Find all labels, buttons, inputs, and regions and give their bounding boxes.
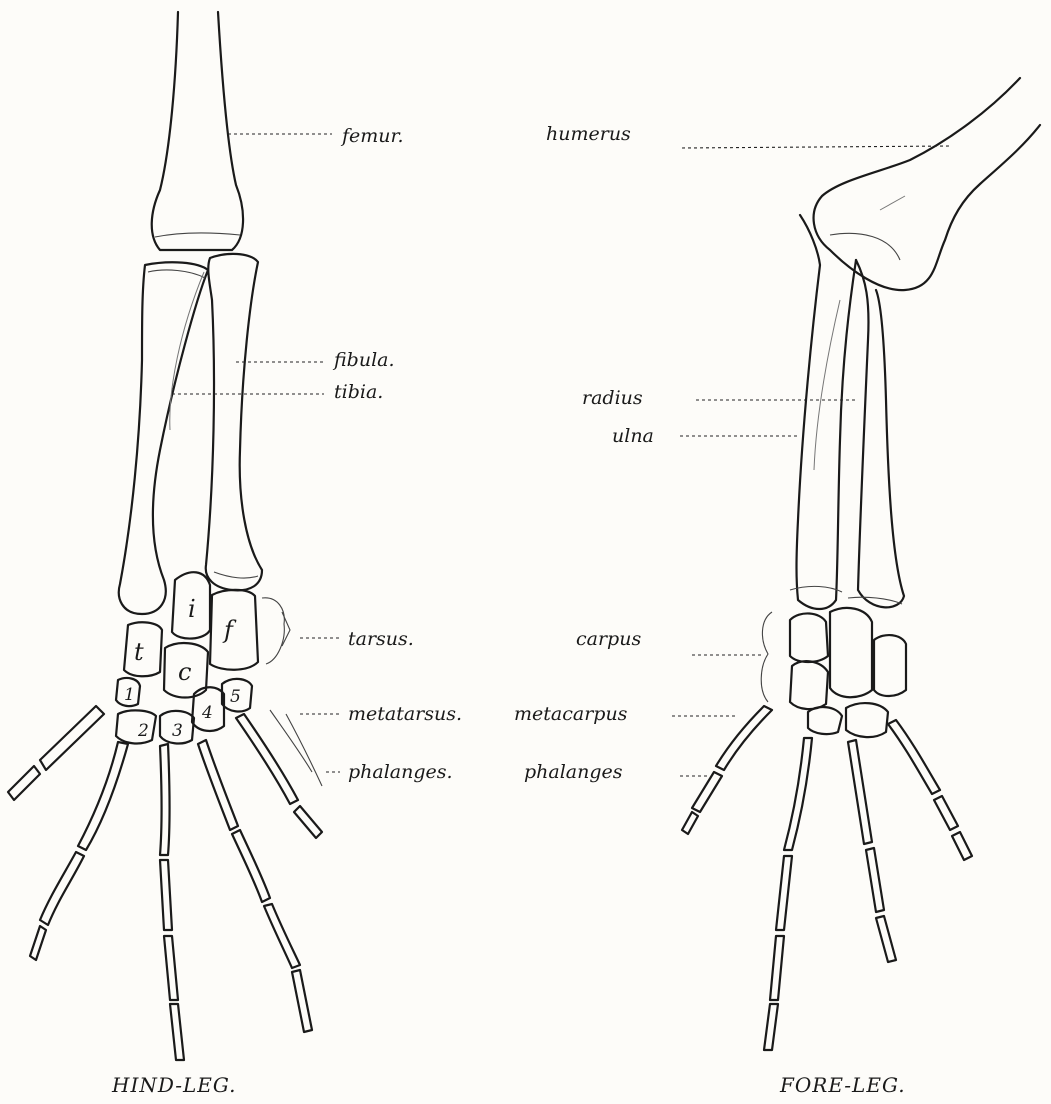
fibula-bone [206, 254, 262, 590]
metatarsal-number-1: 1 [124, 685, 135, 705]
tarsal-fibulare [210, 590, 258, 670]
humerus-bone [814, 78, 1040, 290]
carpal-bones [761, 608, 906, 737]
fore-leg: humerus radius ulna carpus metacarpus ph… [514, 78, 1040, 1097]
tarsal-letter-i: i [188, 595, 196, 623]
tarsal-letter-c: c [178, 658, 191, 686]
fore-digits [682, 706, 972, 1050]
tarsal-letter-f: f [222, 616, 237, 644]
tibia-bone [119, 262, 208, 614]
tarsal-letter-t: t [134, 638, 144, 666]
hind-leg: i t c f 1 2 3 4 5 [8, 12, 462, 1097]
tarsal-2 [116, 710, 156, 743]
label-phalanges-fore: phalanges [524, 761, 623, 783]
metatarsal-number-5: 5 [230, 687, 241, 707]
label-phalanges-hind: phalanges. [348, 761, 453, 783]
label-tibia: tibia. [334, 381, 383, 403]
metatarsal-number-4: 4 [201, 703, 213, 723]
label-carpus: carpus [576, 628, 641, 650]
label-metacarpus: metacarpus [514, 703, 628, 725]
label-humerus: humerus [546, 123, 631, 145]
label-tarsus: tarsus. [348, 628, 414, 650]
metatarsal-number-2: 2 [137, 721, 149, 741]
caption-fore-leg: FORE-LEG. [779, 1073, 906, 1097]
label-ulna: ulna [612, 425, 654, 447]
label-femur: femur. [340, 125, 404, 147]
hind-digits [8, 706, 322, 1060]
label-metatarsus: metatarsus. [348, 703, 462, 725]
metatarsal-number-3: 3 [172, 721, 183, 741]
humerus-leader [682, 146, 950, 148]
femur-bone [152, 12, 243, 250]
radius-ulna-bones [790, 215, 904, 609]
label-fibula: fibula. [332, 349, 395, 371]
caption-hind-leg: HIND-LEG. [111, 1073, 237, 1097]
label-radius: radius [582, 387, 643, 409]
